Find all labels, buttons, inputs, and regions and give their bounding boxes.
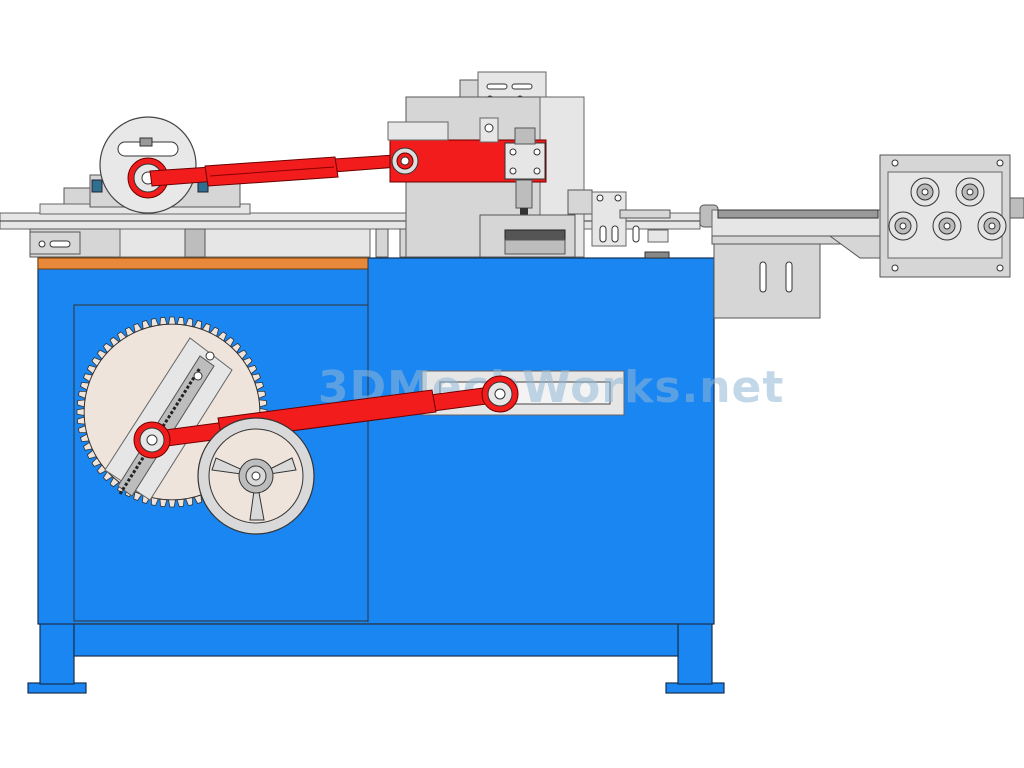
gear-tooth xyxy=(185,497,194,507)
gear-tooth xyxy=(96,349,107,360)
right-leg xyxy=(677,619,713,685)
gear-tooth xyxy=(231,342,242,353)
gear-tooth xyxy=(168,499,176,508)
gear-tooth xyxy=(242,357,253,367)
guide-bracket xyxy=(567,189,671,259)
gear-tooth xyxy=(102,471,113,482)
gear-tooth xyxy=(251,373,261,383)
press-head xyxy=(387,71,585,258)
gear-tooth xyxy=(176,316,185,326)
gear-tooth xyxy=(193,494,203,504)
gear-tooth xyxy=(91,357,102,367)
gear-tooth xyxy=(80,381,90,391)
top-strip xyxy=(37,257,369,270)
gear-tooth xyxy=(117,331,127,342)
gear-tooth xyxy=(91,457,102,467)
gear-tooth xyxy=(109,477,120,488)
gear-tooth xyxy=(150,317,159,327)
gear-tooth xyxy=(201,323,211,333)
gear-tooth xyxy=(109,336,120,347)
gear-tooth xyxy=(86,364,97,375)
gear-tooth xyxy=(80,433,90,443)
punch-tool xyxy=(515,179,533,209)
gear-tooth xyxy=(257,390,267,399)
gear-tooth xyxy=(258,399,268,408)
gear-tooth xyxy=(124,326,135,337)
upper-left-unit xyxy=(39,116,251,215)
gear-tooth xyxy=(159,498,168,508)
gear-tooth xyxy=(83,373,93,383)
gear-tooth xyxy=(159,316,168,326)
feed-track xyxy=(699,204,883,319)
gear-tooth xyxy=(77,425,87,434)
gear-tooth xyxy=(176,498,185,508)
gear-tooth xyxy=(209,326,220,337)
gear-tooth xyxy=(247,364,258,375)
gear-tooth xyxy=(102,342,113,353)
gear-tooth xyxy=(96,464,107,475)
gear-tooth xyxy=(150,497,159,507)
gear-tooth xyxy=(141,320,151,330)
gear-tooth xyxy=(86,449,97,460)
gear-tooth xyxy=(254,381,264,391)
left-leg xyxy=(39,619,75,685)
straightener-unit xyxy=(879,154,1024,278)
gear-tooth xyxy=(83,441,93,451)
feed-support-block xyxy=(713,243,821,319)
gear-tooth xyxy=(76,399,86,408)
gear-tooth xyxy=(133,323,143,333)
bottom-rail xyxy=(73,623,679,657)
straightener-roller xyxy=(888,177,1007,241)
gear-tooth xyxy=(133,491,143,501)
upper-connecting-rod xyxy=(149,154,399,187)
handwheel xyxy=(197,417,315,535)
gear-tooth xyxy=(224,336,235,347)
gear-tooth xyxy=(168,316,176,325)
gear-tooth xyxy=(76,416,86,425)
gear-tooth xyxy=(217,331,227,342)
gear-tooth xyxy=(76,408,85,416)
gear-tooth xyxy=(185,317,194,327)
gear-tooth xyxy=(77,390,87,399)
gear-tooth xyxy=(237,349,248,360)
gear-tooth xyxy=(193,320,203,330)
lower-gear-assembly xyxy=(76,316,519,535)
